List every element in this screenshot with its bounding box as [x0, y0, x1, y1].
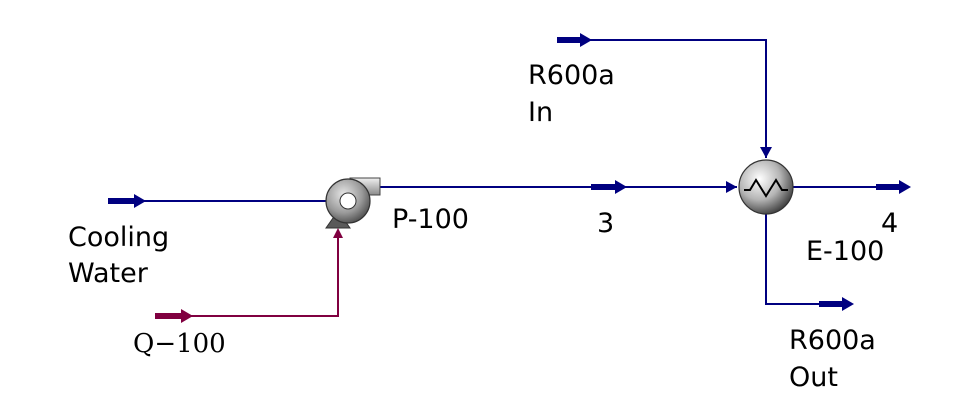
label-r600a-out-line1: R600a: [789, 325, 876, 356]
label-stream-3: 3: [597, 208, 614, 239]
stream-q100[interactable]: [155, 228, 343, 323]
label-stream-4: 4: [881, 208, 898, 239]
heat-exchanger-icon[interactable]: [738, 159, 794, 215]
stream-r600a-in[interactable]: [557, 33, 772, 158]
pump-icon[interactable]: [325, 177, 381, 229]
stream-3[interactable]: [380, 180, 737, 194]
stream-cooling-water[interactable]: [108, 194, 327, 208]
label-r600a-out-line2: Out: [789, 362, 838, 393]
stream-4[interactable]: [792, 180, 911, 194]
label-q100: Q−100: [133, 329, 226, 359]
label-cooling-line1: Cooling: [68, 222, 169, 253]
label-r600a-in-line2: In: [528, 97, 553, 128]
label-cooling-line2: Water: [68, 258, 149, 289]
label-pump: P-100: [392, 204, 469, 235]
label-exchanger: E-100: [806, 236, 884, 267]
stream-r600a-out[interactable]: [765, 214, 854, 311]
label-r600a-in-line1: R600a: [528, 60, 615, 91]
